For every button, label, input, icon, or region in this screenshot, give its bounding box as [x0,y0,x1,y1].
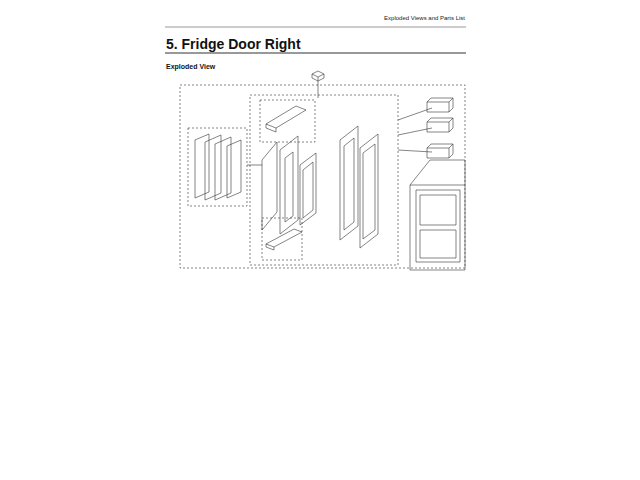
running-header: Exploded Views and Parts List [384,15,465,21]
page-title: 5. Fridge Door Right [166,36,301,52]
section-heading: Exploded View [166,63,215,70]
